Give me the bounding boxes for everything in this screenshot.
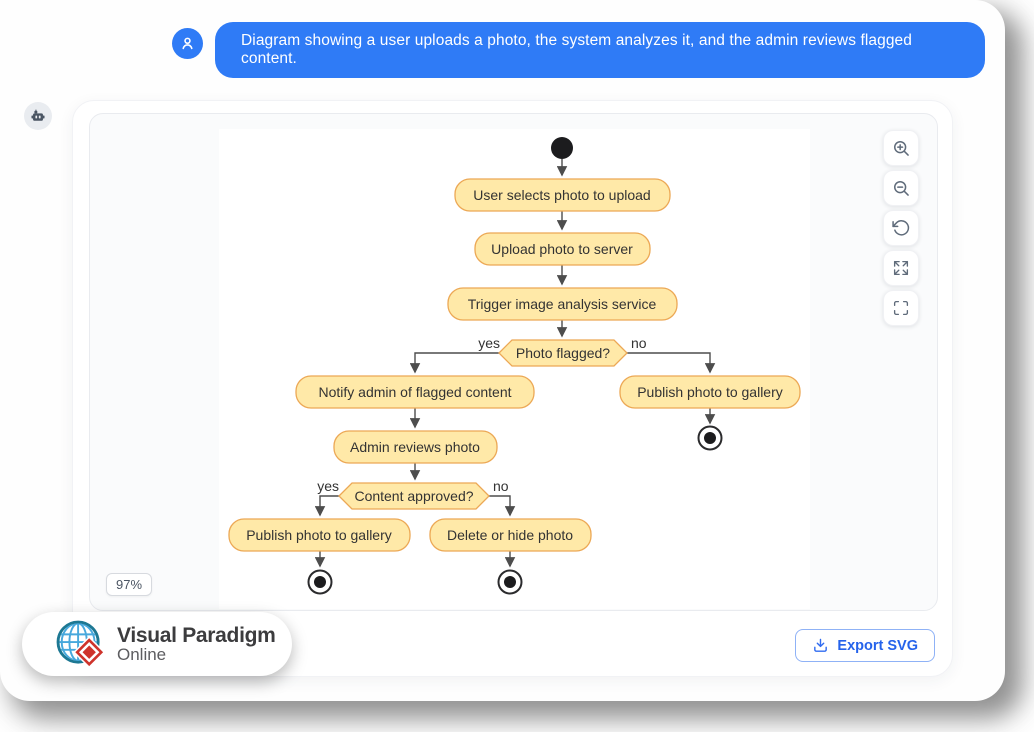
diagram-panel: User selects photo to upload Upload phot… (72, 100, 953, 677)
fullscreen-button[interactable] (883, 290, 919, 326)
expand-icon (893, 260, 909, 276)
visual-paradigm-logo[interactable]: Visual Paradigm Online (22, 612, 292, 676)
reset-view-icon (892, 220, 910, 236)
zoom-out-icon (894, 181, 909, 196)
zoom-level-badge: 97% (106, 573, 153, 596)
node-label: Delete or hide photo (447, 527, 573, 543)
edge-label-no: no (493, 478, 509, 494)
export-svg-label: Export SVG (837, 637, 918, 654)
edge-labels: yes no yes no (317, 335, 647, 494)
edge-label-yes: yes (478, 335, 500, 351)
robot-icon (31, 109, 45, 121)
action-nodes (228, 178, 801, 552)
person-icon (182, 37, 193, 50)
reset-view-button[interactable] (883, 210, 919, 246)
final-nodes (307, 425, 723, 595)
node-label: Admin reviews photo (350, 439, 480, 455)
logo-subtitle: Online (117, 645, 167, 665)
assistant-message-text: Diagram showing a user uploads a photo, … (241, 32, 913, 67)
node-trigger-analysis (447, 287, 678, 321)
app-window: Diagram showing a user uploads a photo, … (22, 22, 985, 677)
decision-content-approved (338, 482, 490, 510)
download-icon (814, 638, 828, 652)
node-label: Upload photo to server (491, 241, 633, 257)
node-publish-gallery-left (228, 518, 411, 552)
expand-button[interactable] (883, 250, 919, 286)
viewer-toolbar (883, 130, 919, 326)
node-labels: User selects photo to upload Upload phot… (246, 187, 783, 543)
globe-diamond-icon (56, 620, 106, 669)
node-user-selects-photo (454, 178, 671, 212)
node-label: Photo flagged? (516, 345, 610, 361)
edge-label-no: no (631, 335, 647, 351)
activity-diagram: User selects photo to upload Upload phot… (228, 137, 801, 595)
logo-text: Visual Paradigm Online (117, 623, 276, 665)
node-label: Publish photo to gallery (246, 527, 392, 543)
node-label: Content approved? (354, 488, 473, 504)
zoom-level-text: 97% (116, 577, 143, 592)
zoom-in-button[interactable] (883, 130, 919, 166)
diagram-viewport: User selects photo to upload Upload phot… (89, 113, 938, 611)
edge-label-yes: yes (317, 478, 339, 494)
node-upload-photo (474, 232, 651, 266)
node-label: Notify admin of flagged content (318, 384, 511, 400)
node-notify-admin (295, 375, 535, 409)
node-admin-reviews (333, 430, 498, 464)
diagram-connectors (314, 159, 716, 568)
user-avatar (172, 28, 203, 59)
fullscreen-icon (893, 300, 909, 316)
node-publish-gallery-right (619, 375, 801, 409)
assistant-message-banner: Diagram showing a user uploads a photo, … (215, 22, 985, 78)
zoom-in-icon (894, 141, 909, 156)
initial-node (551, 137, 573, 159)
export-svg-button[interactable]: Export SVG (795, 629, 935, 662)
logo-title: Visual Paradigm (117, 623, 276, 647)
zoom-out-button[interactable] (883, 170, 919, 206)
decision-photo-flagged (498, 339, 628, 367)
node-label: Trigger image analysis service (468, 296, 657, 312)
diagram-canvas[interactable]: User selects photo to upload Upload phot… (219, 129, 810, 609)
node-label: User selects photo to upload (473, 187, 650, 203)
node-delete-hide (429, 518, 592, 552)
node-label: Publish photo to gallery (637, 384, 783, 400)
bot-avatar (24, 102, 52, 130)
